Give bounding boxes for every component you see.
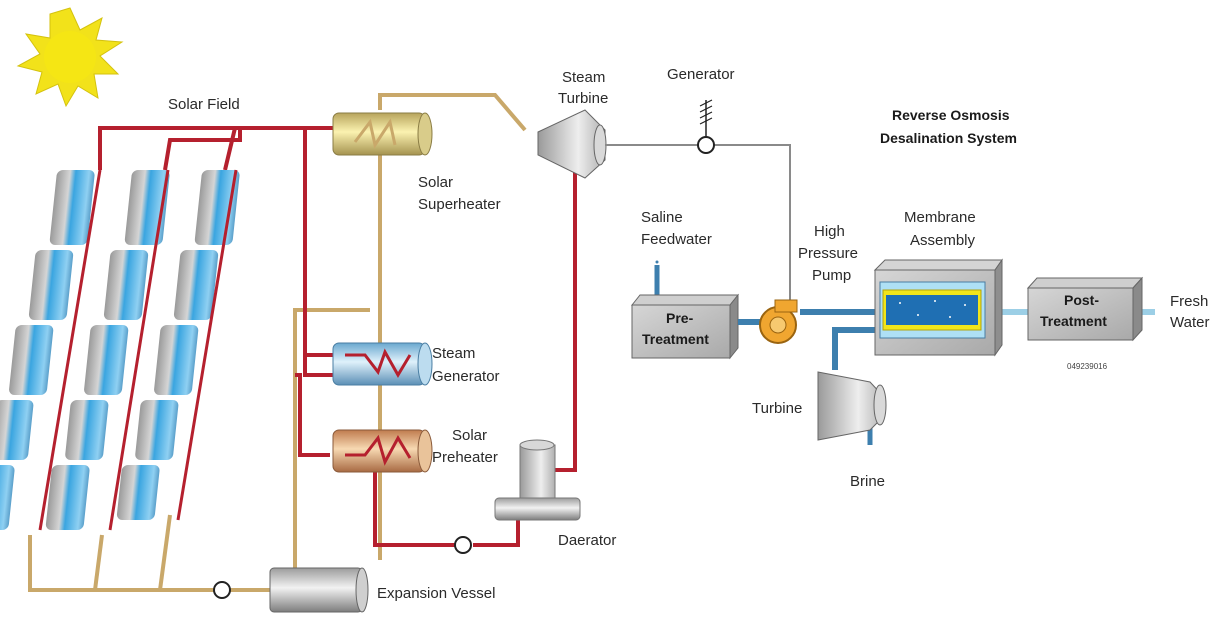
sun-icon bbox=[16, 7, 124, 108]
label-solar-superheater-1: Solar bbox=[418, 174, 453, 191]
label-turbine: Turbine bbox=[752, 400, 802, 417]
label-solar-superheater-2: Superheater bbox=[418, 196, 501, 213]
label-high-pressure-pump-3: Pump bbox=[812, 267, 851, 284]
label-solar-preheater-2: Preheater bbox=[432, 449, 498, 466]
label-pre-treatment-1: Pre- bbox=[666, 310, 694, 326]
label-steam-generator-1: Steam bbox=[432, 345, 475, 362]
collector-row-3 bbox=[116, 170, 240, 520]
feedwater-pump-icon bbox=[454, 536, 472, 554]
label-pre-treatment-2: Treatment bbox=[642, 331, 709, 347]
label-brine: Brine bbox=[850, 473, 885, 490]
label-steam-generator-2: Generator bbox=[432, 368, 500, 385]
hot-loop-pipes bbox=[98, 126, 577, 547]
brine-turbine bbox=[817, 371, 887, 441]
label-steam-turbine-1: Steam bbox=[562, 69, 605, 86]
high-pressure-pump-icon bbox=[759, 299, 798, 344]
oil-pump-icon bbox=[213, 581, 231, 599]
label-figure-code: 049239016 bbox=[1067, 362, 1108, 371]
generator-icon bbox=[697, 99, 715, 154]
label-high-pressure-pump-1: High bbox=[814, 223, 845, 240]
solar-preheater bbox=[332, 429, 433, 473]
label-fresh-water-2: Water bbox=[1170, 314, 1209, 331]
daerator bbox=[494, 439, 581, 521]
solar-superheater bbox=[332, 112, 433, 156]
label-saline-feedwater-2: Feedwater bbox=[641, 231, 712, 248]
oil-loop-pipes bbox=[28, 93, 527, 592]
label-fresh-water-1: Fresh bbox=[1170, 293, 1208, 310]
label-daerator: Daerator bbox=[558, 532, 616, 549]
label-high-pressure-pump-2: Pressure bbox=[798, 245, 858, 262]
steam-generator bbox=[332, 342, 433, 386]
pre-treatment-unit bbox=[630, 293, 740, 360]
collector-row-1 bbox=[0, 170, 95, 530]
collector-receiver-tubes bbox=[38, 169, 238, 531]
label-solar-field: Solar Field bbox=[168, 96, 240, 113]
label-steam-turbine-2: Turbine bbox=[558, 90, 608, 107]
label-expansion-vessel: Expansion Vessel bbox=[377, 585, 495, 602]
label-membrane-assembly-2: Assembly bbox=[910, 232, 976, 249]
label-ro-title-2: Desalination System bbox=[880, 130, 1017, 146]
label-ro-title-1: Reverse Osmosis bbox=[892, 107, 1010, 123]
steam-turbine bbox=[537, 109, 607, 179]
label-solar-preheater-1: Solar bbox=[452, 427, 487, 444]
saline-feedwater-pipe bbox=[654, 260, 660, 295]
solar-field-collectors bbox=[0, 169, 240, 531]
label-post-treatment-1: Post- bbox=[1064, 292, 1099, 308]
label-generator: Generator bbox=[667, 66, 735, 83]
label-membrane-assembly-1: Membrane bbox=[904, 209, 976, 226]
post-treatment-unit bbox=[1026, 276, 1144, 342]
expansion-vessel bbox=[269, 567, 369, 613]
label-post-treatment-2: Treatment bbox=[1040, 313, 1107, 329]
label-saline-feedwater-1: Saline bbox=[641, 209, 683, 226]
membrane-assembly bbox=[873, 258, 1003, 357]
shaft-lines bbox=[605, 144, 791, 305]
